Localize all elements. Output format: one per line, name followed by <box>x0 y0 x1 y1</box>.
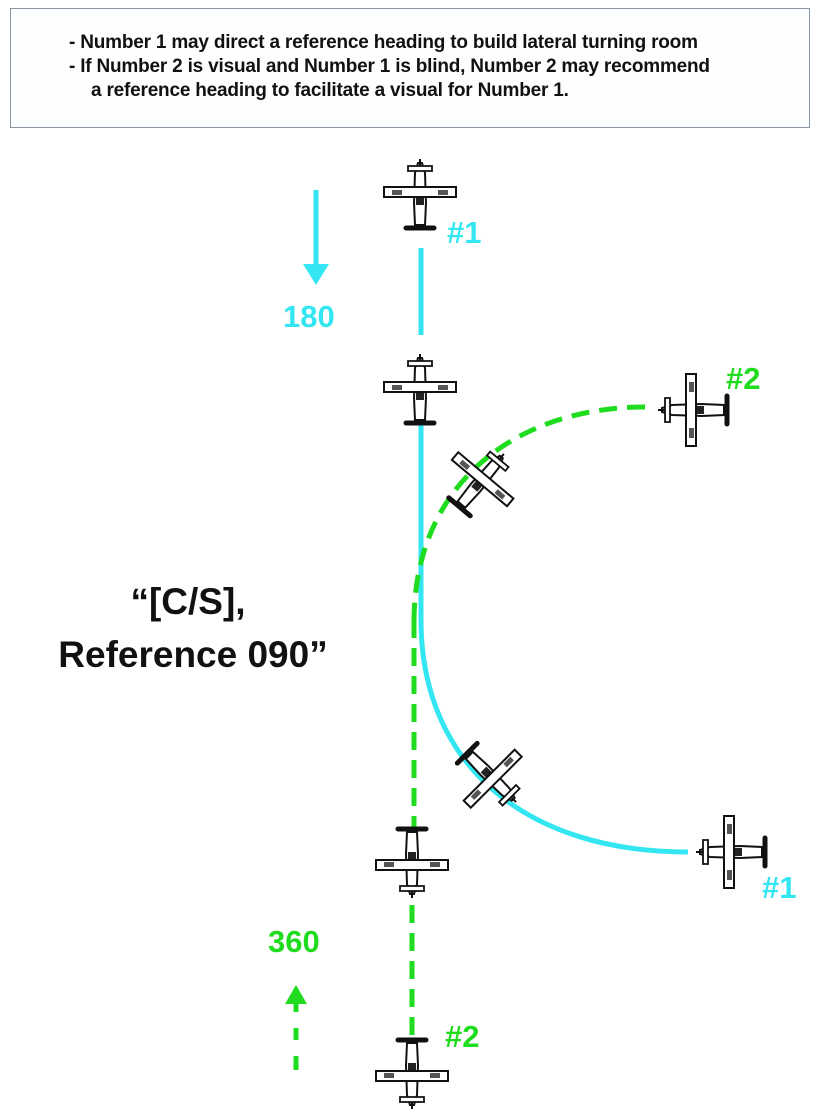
note-box: - Number 1 may direct a reference headin… <box>10 8 810 128</box>
wing-path <box>409 404 646 1045</box>
aircraft-icon <box>432 431 532 530</box>
aircraft-icon <box>384 354 456 423</box>
lead-top-label: #1 <box>447 215 481 250</box>
wing-bottom-label: #2 <box>445 1019 479 1054</box>
arrow-icon <box>303 190 329 285</box>
lead-heading-label: 180 <box>283 299 335 334</box>
aircraft-icon <box>384 159 456 228</box>
note-line-2: - If Number 2 is visual and Number 1 is … <box>69 56 710 77</box>
radio-call-line-2: Reference 090” <box>58 634 327 675</box>
wing-right-label: #2 <box>726 361 760 396</box>
aircraft-icon <box>376 829 448 898</box>
wing-heading-label: 360 <box>268 924 320 959</box>
aircraft-icon <box>376 1040 448 1109</box>
arrow-icon <box>285 985 307 1070</box>
lead-right-label: #1 <box>762 870 796 905</box>
aircraft-icon <box>696 816 765 888</box>
aircraft-icon <box>658 374 727 446</box>
lead-path <box>418 248 689 855</box>
note-line-3: a reference heading to facilitate a visu… <box>91 80 569 101</box>
note-line-1: - Number 1 may direct a reference headin… <box>69 32 698 53</box>
radio-call-line-1: “[C/S], <box>130 581 245 622</box>
